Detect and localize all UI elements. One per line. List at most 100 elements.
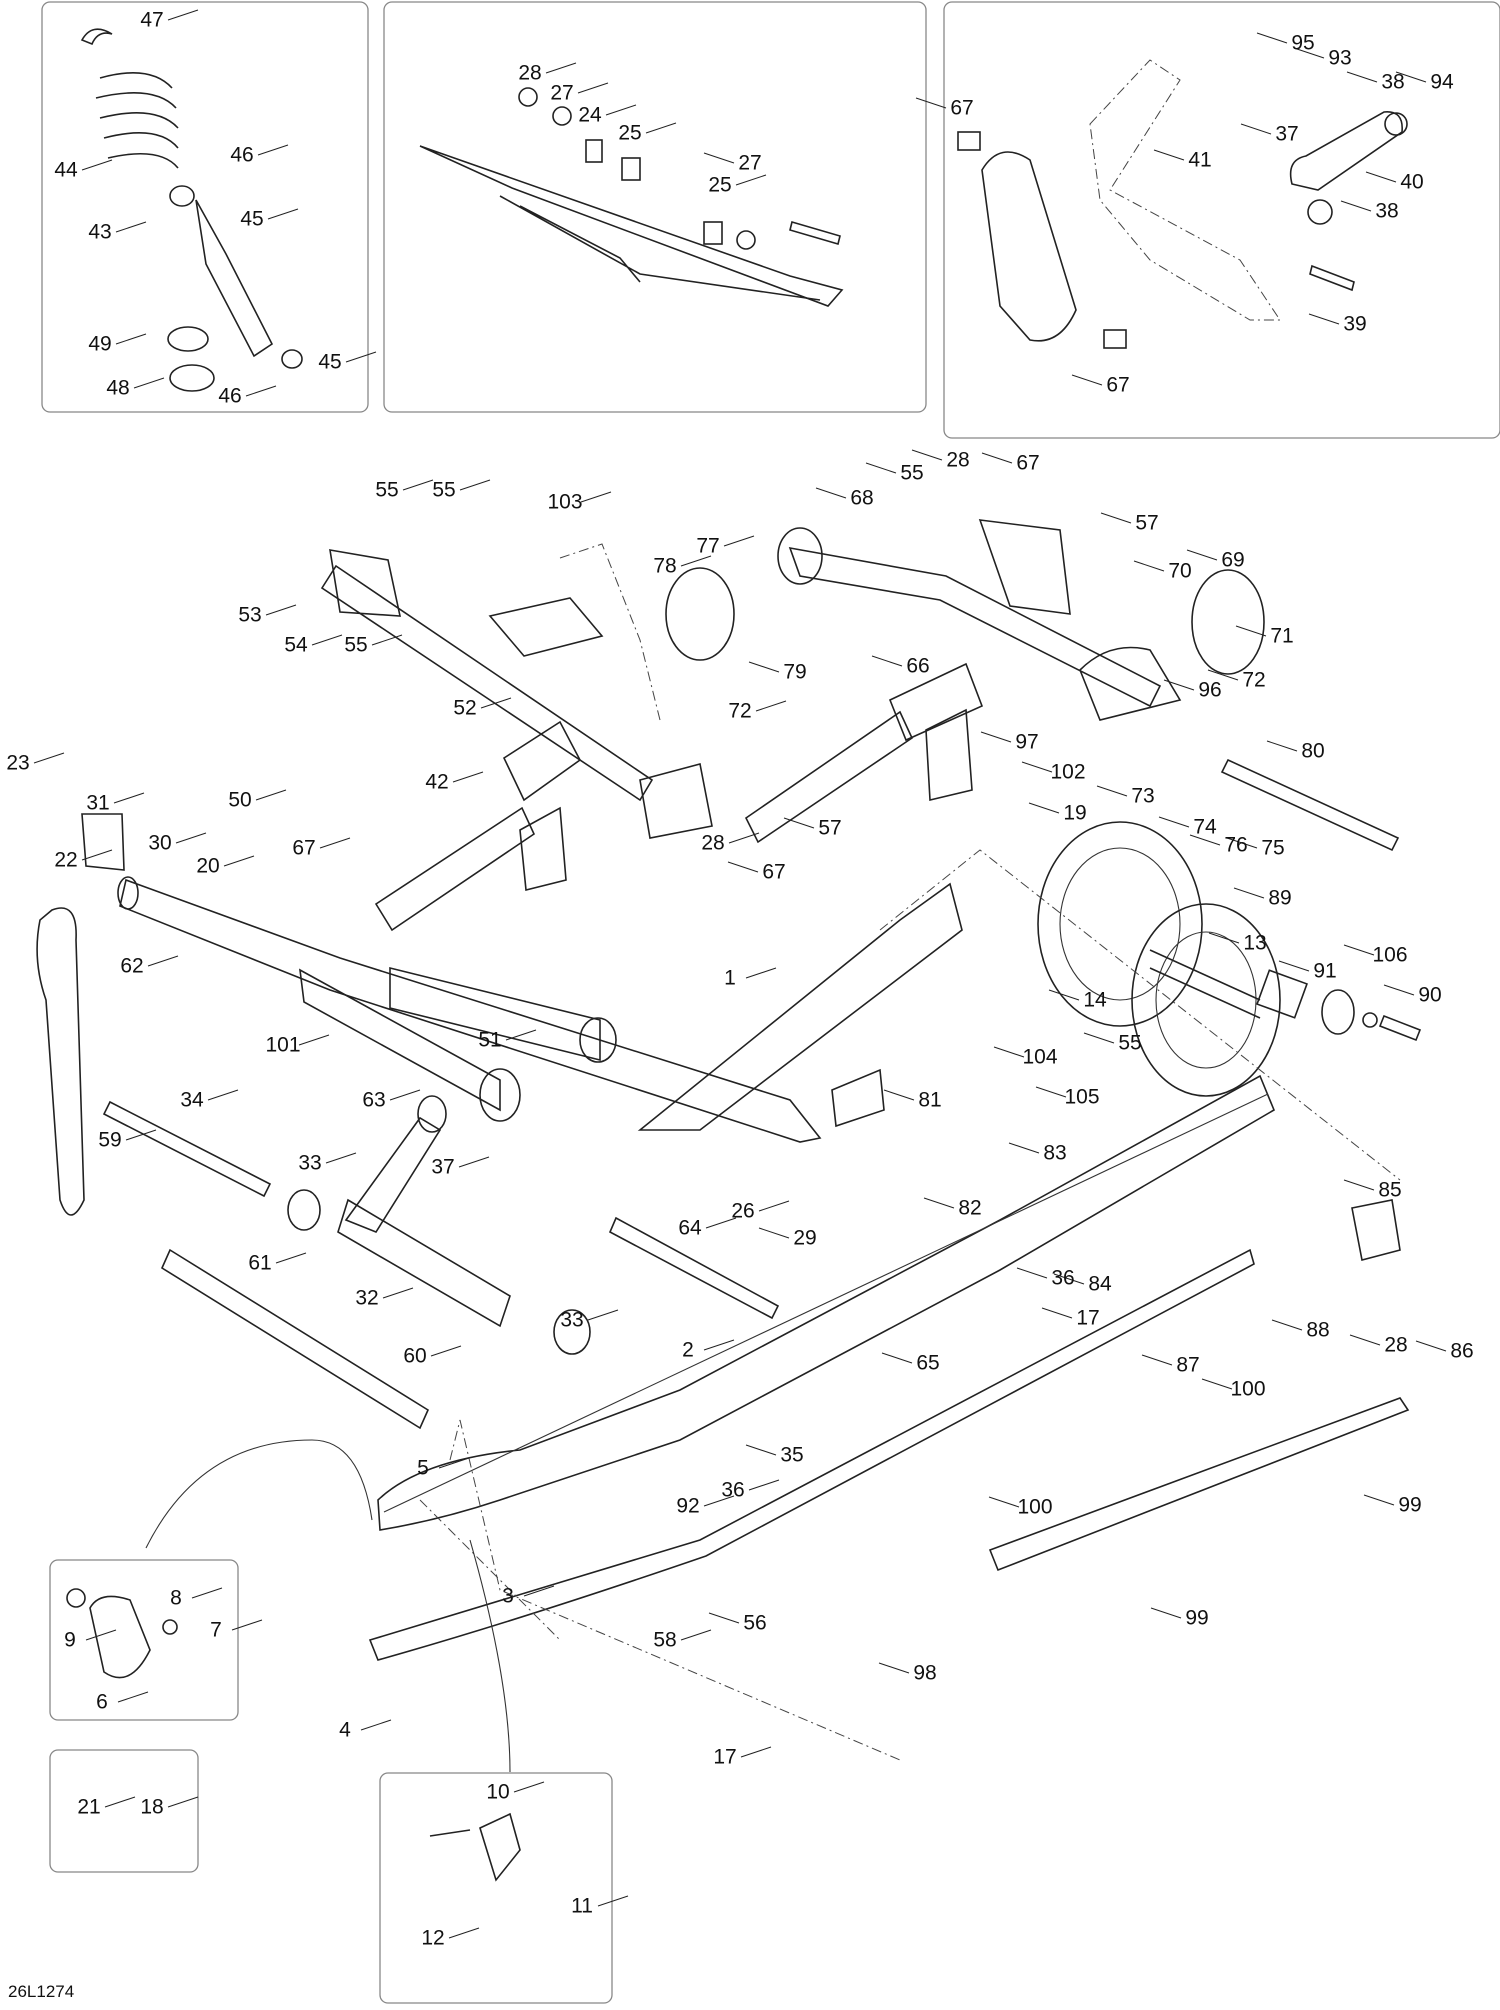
part-label-67: 67 (950, 96, 974, 120)
part-label-25: 25 (618, 121, 642, 145)
part-label-106: 106 (1372, 943, 1408, 967)
leader-line (911, 449, 943, 461)
leader-line (523, 1585, 555, 1597)
leader-line (703, 152, 735, 164)
inset-box-rear-shock (943, 1, 1500, 439)
leader-line (1395, 71, 1427, 83)
part-label-43: 43 (88, 220, 112, 244)
leader-line (115, 333, 147, 345)
leader-lines (33, 9, 1447, 1939)
leader-line (147, 955, 179, 967)
stopper-6 (66, 1588, 178, 1679)
front-arm-inset (419, 87, 844, 307)
leader-line (865, 462, 897, 474)
part-label-98: 98 (913, 1661, 937, 1685)
leader-line (871, 655, 903, 667)
leader-line (430, 1345, 462, 1357)
leader-line (1035, 1086, 1067, 1098)
part-label-79: 79 (783, 660, 807, 684)
leader-line (1008, 1142, 1040, 1154)
leader-line (735, 174, 767, 186)
part-label-92: 92 (676, 1494, 700, 1518)
leader-line (1048, 989, 1080, 1001)
part-label-81: 81 (918, 1088, 942, 1112)
part-label-103: 103 (547, 490, 583, 514)
part-label-71: 71 (1270, 624, 1294, 648)
shafts (36, 758, 1401, 1430)
part-label-55: 55 (1118, 1031, 1142, 1055)
leader-line (1340, 200, 1372, 212)
part-label-23: 23 (6, 751, 30, 775)
part-label-89: 89 (1268, 886, 1292, 910)
part-label-63: 63 (362, 1088, 386, 1112)
inset-box-slider-clip (379, 1772, 613, 2004)
part-label-18: 18 (140, 1795, 164, 1819)
leader-line (345, 351, 377, 363)
part-label-28: 28 (701, 831, 725, 855)
part-label-9: 9 (64, 1628, 76, 1652)
part-label-39: 39 (1343, 312, 1367, 336)
part-label-62: 62 (120, 954, 144, 978)
leader-line (1096, 785, 1128, 797)
part-label-83: 83 (1043, 1141, 1067, 1165)
part-label-47: 47 (140, 8, 164, 32)
part-label-32: 32 (355, 1286, 379, 1310)
leader-line (645, 122, 677, 134)
rear-arm-68 (777, 519, 1182, 721)
part-label-30: 30 (148, 831, 172, 855)
part-label-12: 12 (421, 1926, 445, 1950)
part-label-91: 91 (1313, 959, 1337, 983)
cross-shaft-52 (320, 549, 713, 839)
part-label-60: 60 (403, 1344, 427, 1368)
part-label-69: 69 (1221, 548, 1245, 572)
part-label-28: 28 (518, 61, 542, 85)
part-label-85: 85 (1378, 1178, 1402, 1202)
part-label-67: 67 (292, 836, 316, 860)
part-label-72: 72 (728, 699, 752, 723)
leader-line (1365, 171, 1397, 183)
leader-line (988, 1496, 1020, 1508)
leader-line (257, 144, 289, 156)
leader-line (245, 385, 277, 397)
leader-line (705, 1217, 737, 1229)
part-label-57: 57 (818, 816, 842, 840)
part-label-37: 37 (1275, 122, 1299, 146)
leader-line (980, 731, 1012, 743)
part-label-95: 95 (1291, 31, 1315, 55)
front-shock-spring (80, 28, 303, 392)
alignment-lines (419, 543, 1401, 1761)
part-label-19: 19 (1063, 801, 1087, 825)
leader-line (1150, 1607, 1182, 1619)
part-label-11: 11 (571, 1894, 593, 1918)
leader-line (728, 832, 760, 844)
leader-line (513, 1781, 545, 1793)
leader-line (580, 491, 612, 503)
part-label-101: 101 (265, 1033, 301, 1057)
leader-line (1278, 960, 1310, 972)
part-label-29: 29 (793, 1226, 817, 1250)
leader-line (1208, 932, 1240, 944)
leader-line (1186, 549, 1218, 561)
leader-line (708, 1612, 740, 1624)
part-label-67: 67 (1016, 451, 1040, 475)
leader-line (325, 1152, 357, 1164)
part-label-59: 59 (98, 1128, 122, 1152)
part-label-100: 100 (1017, 1495, 1053, 1519)
part-label-46: 46 (230, 143, 254, 167)
rear-shock-inset (957, 59, 1408, 349)
leader-line (605, 104, 637, 116)
part-label-28: 28 (1384, 1333, 1408, 1357)
leader-line (1100, 512, 1132, 524)
leader-line (1041, 1307, 1073, 1319)
leader-line (1053, 1273, 1085, 1285)
part-label-65: 65 (916, 1351, 940, 1375)
leader-line (745, 967, 777, 979)
leader-line (783, 817, 815, 829)
part-label-41: 41 (1188, 148, 1212, 172)
part-label-17: 17 (1076, 1306, 1100, 1330)
leader-line (1266, 740, 1298, 752)
part-label-99: 99 (1398, 1493, 1422, 1517)
part-label-4: 4 (339, 1718, 351, 1742)
leader-line (881, 1352, 913, 1364)
